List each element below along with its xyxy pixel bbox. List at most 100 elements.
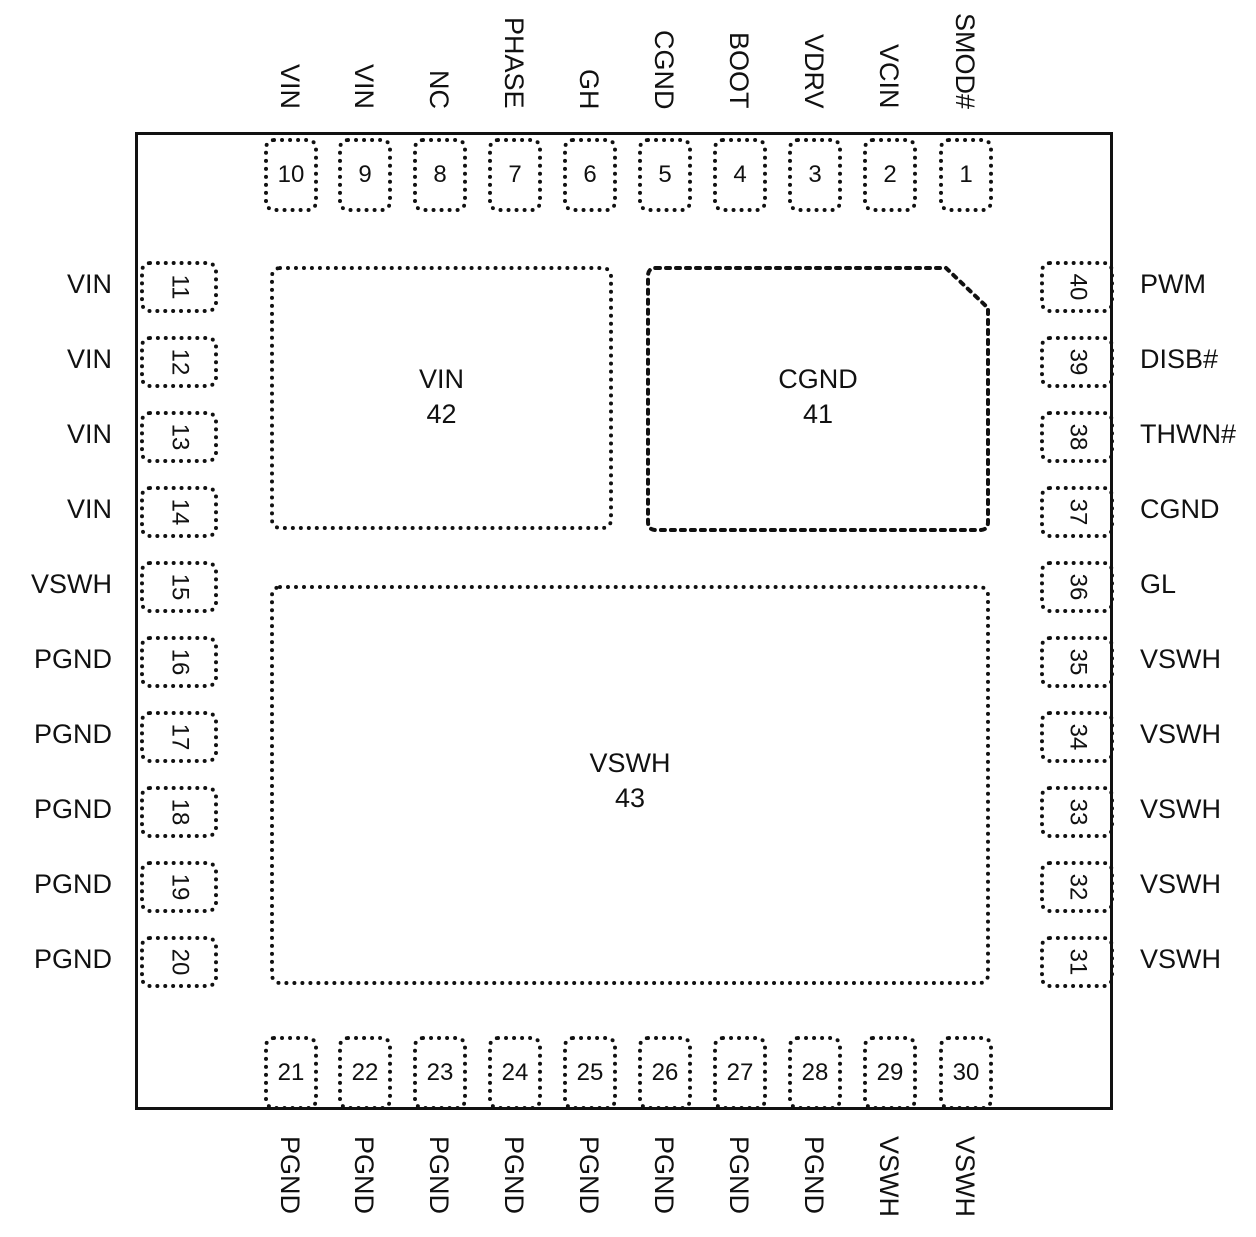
- pin-pad-right: 39: [1040, 336, 1114, 388]
- pin-pad-top: 5: [638, 138, 692, 212]
- pin-number: 21: [277, 1059, 305, 1086]
- pin-number: 36: [1063, 573, 1091, 601]
- pin-label-bottom: PGND: [724, 1136, 754, 1215]
- pin-label-right: CGND: [1140, 494, 1220, 524]
- pin-number: 25: [576, 1059, 604, 1086]
- pin-number: 33: [1063, 798, 1091, 826]
- pin-label-top: GH: [574, 68, 604, 110]
- pin-number: 38: [1063, 423, 1091, 451]
- pin-number: 3: [808, 161, 822, 188]
- exposed-pad-vin: [270, 266, 613, 530]
- pin-label-right: THWN#: [1140, 419, 1236, 449]
- pin-number: 16: [165, 648, 193, 676]
- pin-number: 39: [1063, 348, 1091, 376]
- pin-pad-top: 4: [713, 138, 767, 212]
- pin-label-left: PGND: [33, 944, 112, 974]
- pin-number: 32: [1063, 873, 1091, 901]
- exposed-pad-vin-number: 42: [426, 399, 457, 430]
- pin-number: 31: [1063, 948, 1091, 976]
- exposed-pad-cgnd-label: CGND 41: [648, 362, 988, 432]
- exposed-pad-vswh: [270, 585, 990, 985]
- pin-label-left: PGND: [33, 794, 112, 824]
- pin-pad-left: 19: [140, 861, 218, 913]
- pin-pad-bottom: 22: [338, 1036, 392, 1110]
- pin-pad-right: 36: [1040, 561, 1114, 613]
- pin-label-bottom: PGND: [275, 1136, 305, 1215]
- pin-label-top: VCIN: [874, 44, 904, 109]
- pin-number: 12: [165, 348, 193, 376]
- pin-number: 24: [501, 1059, 529, 1086]
- pin-label-top: VIN: [349, 63, 379, 109]
- pin-pad-top: 7: [488, 138, 542, 212]
- pin-pad-top: 9: [338, 138, 392, 212]
- pin-pad-bottom: 25: [563, 1036, 617, 1110]
- pin-pad-top: 1: [939, 138, 993, 212]
- pin-label-top: SMOD#: [950, 12, 980, 109]
- pin-number: 13: [165, 423, 193, 451]
- pin-number: 35: [1063, 648, 1091, 676]
- pin-label-right: VSWH: [1140, 644, 1221, 674]
- pin-number: 8: [433, 161, 447, 188]
- pin-label-left: VIN: [66, 269, 112, 299]
- pin-label-left: VIN: [66, 344, 112, 374]
- pin-label-bottom: PGND: [499, 1136, 529, 1215]
- pin-pad-left: 15: [140, 561, 218, 613]
- pin-label-bottom: VSWH: [950, 1136, 980, 1217]
- pin-pad-left: 17: [140, 711, 218, 763]
- pin-label-left: VIN: [66, 494, 112, 524]
- pin-number: 10: [277, 161, 305, 188]
- pin-pad-left: 13: [140, 411, 218, 463]
- pin-pad-right: 32: [1040, 861, 1114, 913]
- pin-label-top: BOOT: [724, 32, 754, 109]
- pin-number: 6: [583, 161, 597, 188]
- pin-number: 30: [952, 1059, 980, 1086]
- pin-pad-left: 20: [140, 936, 218, 988]
- pin-pad-left: 12: [140, 336, 218, 388]
- pin-label-top: VIN: [275, 63, 305, 109]
- exposed-pad-vswh-name: VSWH: [589, 748, 671, 778]
- pin-label-right: VSWH: [1140, 944, 1221, 974]
- pin-label-top: VDRV: [799, 34, 829, 109]
- pin-label-bottom: VSWH: [874, 1136, 904, 1217]
- pin-number: 37: [1063, 498, 1091, 526]
- pin-pad-bottom: 24: [488, 1036, 542, 1110]
- exposed-pad-vswh-number: 43: [614, 783, 646, 814]
- pin-pad-top: 3: [788, 138, 842, 212]
- pin-number: 34: [1063, 723, 1091, 751]
- pin-number: 15: [165, 573, 193, 601]
- pin-pad-bottom: 29: [863, 1036, 917, 1110]
- pin-label-right: VSWH: [1140, 794, 1221, 824]
- pin-number: 11: [165, 274, 193, 300]
- pin-pad-top: 6: [563, 138, 617, 212]
- pin-label-right: VSWH: [1140, 869, 1221, 899]
- pin-number: 18: [165, 798, 193, 826]
- pin-number: 1: [959, 161, 973, 188]
- pin-label-left: PGND: [33, 644, 112, 674]
- pin-pad-bottom: 23: [413, 1036, 467, 1110]
- pin-pad-right: 37: [1040, 486, 1114, 538]
- pin-label-left: PGND: [33, 869, 112, 899]
- pin-pad-top: 2: [863, 138, 917, 212]
- pin-number: 14: [165, 498, 193, 526]
- pin-number: 9: [358, 161, 372, 188]
- pin-label-bottom: PGND: [574, 1136, 604, 1215]
- pin-number: 28: [801, 1059, 829, 1086]
- pin-pad-right: 40: [1040, 261, 1114, 313]
- pin-number: 5: [658, 161, 672, 188]
- pin-pad-right: 34: [1040, 711, 1114, 763]
- exposed-pad-cgnd-number: 41: [802, 399, 834, 430]
- pin-label-right: DISB#: [1140, 344, 1219, 374]
- pin-label-bottom: PGND: [649, 1136, 679, 1215]
- pin-label-left: PGND: [33, 719, 112, 749]
- pin-pad-left: 11: [140, 261, 218, 313]
- pin-pad-right: 33: [1040, 786, 1114, 838]
- pin-number: 7: [508, 161, 522, 188]
- exposed-pad-cgnd-name: CGND: [778, 364, 858, 394]
- pin-label-right: GL: [1140, 569, 1177, 599]
- pin-number: 17: [165, 723, 193, 751]
- pin-label-right: PWM: [1140, 269, 1206, 299]
- pin-pad-bottom: 30: [939, 1036, 993, 1110]
- exposed-pad-vin-name: VIN: [418, 364, 464, 394]
